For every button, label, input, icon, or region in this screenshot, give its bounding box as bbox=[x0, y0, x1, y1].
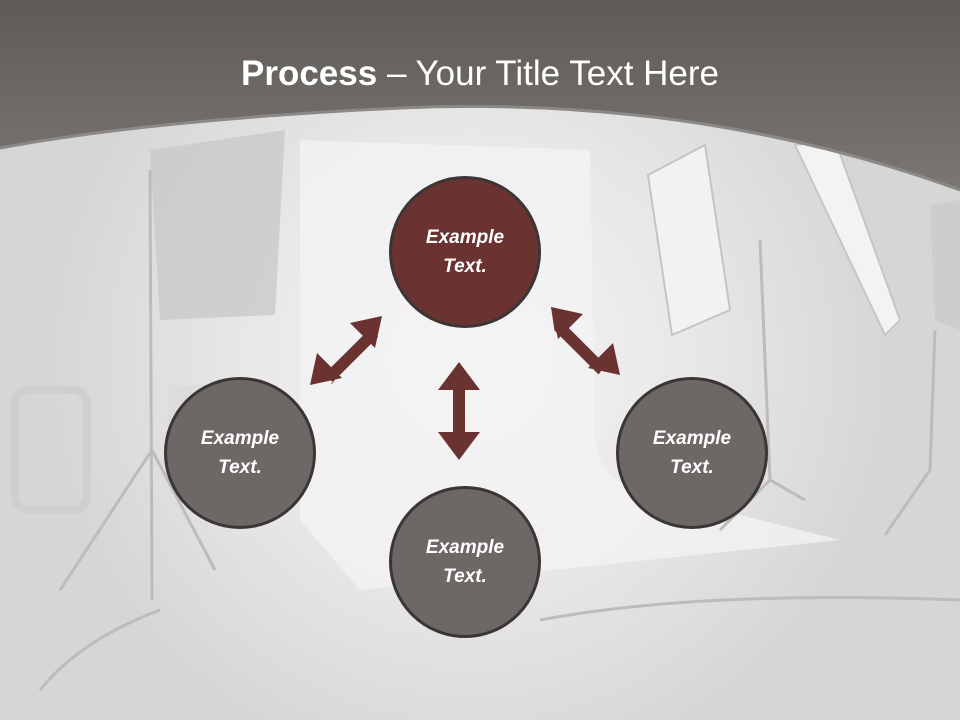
process-node-bottom: Example Text. bbox=[389, 486, 541, 638]
process-node-left: Example Text. bbox=[164, 377, 316, 529]
node-top-label: Example Text. bbox=[425, 227, 505, 277]
node-bottom-label: Example Text. bbox=[425, 537, 505, 587]
title-bold-part: Process bbox=[241, 54, 378, 93]
node-right-label: Example Text. bbox=[652, 428, 732, 478]
title-regular-part: – Your Title Text Here bbox=[377, 54, 719, 93]
node-left-label: Example Text. bbox=[200, 428, 280, 478]
process-node-right: Example Text. bbox=[616, 377, 768, 529]
slide-title: Process – Your Title Text Here bbox=[0, 52, 960, 96]
process-node-top: Example Text. bbox=[389, 176, 541, 328]
